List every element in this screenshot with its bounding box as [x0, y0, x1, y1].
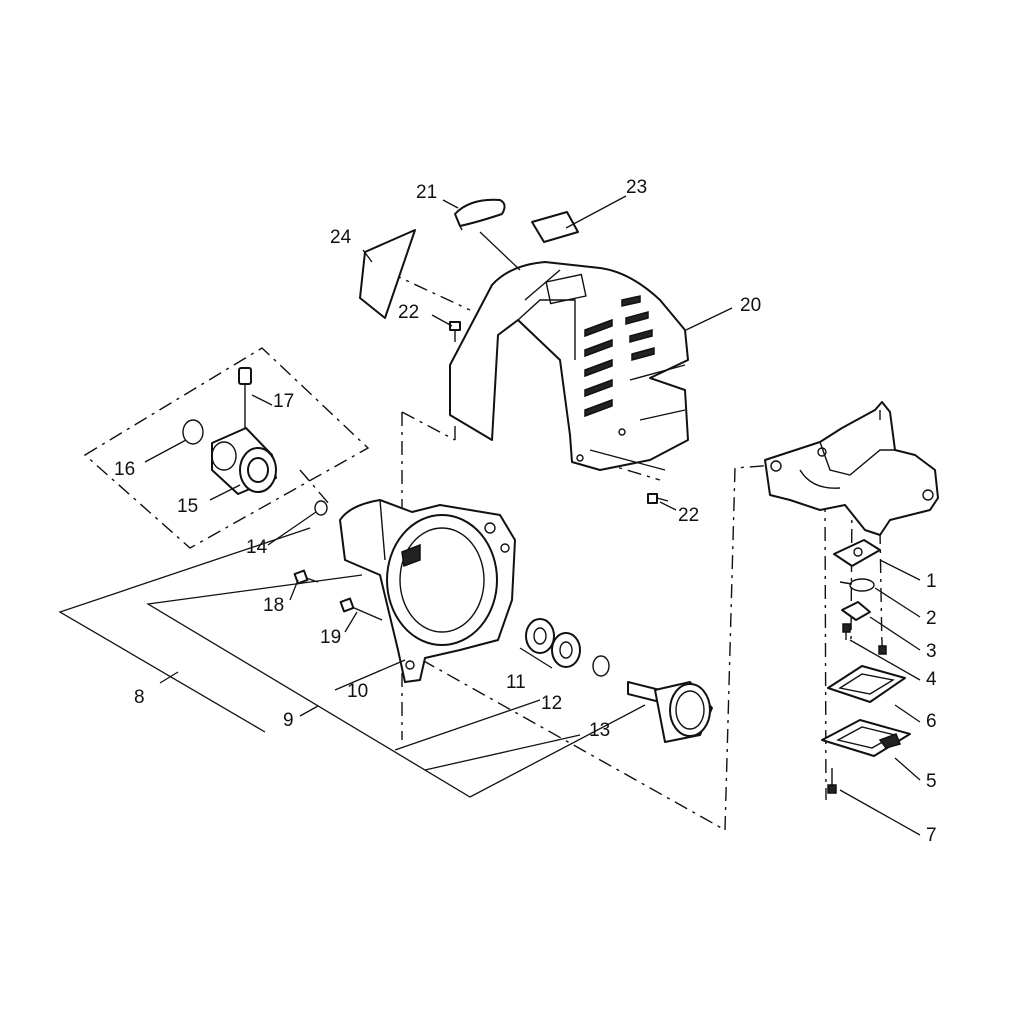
- part-19-screw: [339, 597, 383, 621]
- callout-3: 3: [926, 641, 937, 662]
- crankcase-body: [764, 401, 939, 536]
- clutch-group-boundary: [83, 347, 370, 549]
- part-23-label: [531, 211, 579, 243]
- part-20-engine-cover: [449, 261, 689, 471]
- callout-18: 18: [263, 595, 284, 616]
- callout-13: 13: [589, 720, 610, 741]
- callout-12: 12: [541, 693, 562, 714]
- part-24-decal: [359, 229, 416, 319]
- cover-vent-slots: [584, 295, 655, 418]
- part-15-clutch: [211, 427, 277, 495]
- part-1-gasket: [833, 539, 881, 567]
- callout-24: 24: [330, 227, 352, 248]
- part-14-o-ring: [314, 500, 328, 516]
- callout-leaders: [144, 195, 921, 836]
- callout-14: 14: [246, 537, 268, 558]
- part-4-screw-right: [878, 640, 887, 655]
- callout-8: 8: [134, 687, 145, 708]
- part-13-clutch-drum: [627, 681, 713, 743]
- callout-7: 7: [926, 825, 937, 846]
- callout-15: 15: [177, 496, 198, 517]
- callout-labels: 1 2 3 4 5 6 7 8 9 10 11 12 13 14 15 16 1…: [114, 177, 937, 846]
- callout-6: 6: [926, 711, 937, 732]
- callout-4: 4: [926, 669, 937, 690]
- callout-16: 16: [114, 459, 135, 480]
- part-10-clutch-housing: [339, 499, 516, 683]
- part-7-screw: [827, 768, 837, 794]
- callout-19: 19: [320, 627, 341, 648]
- callout-21: 21: [416, 182, 437, 203]
- part-22-screw-lower: [647, 493, 669, 504]
- callout-22-upper: 22: [398, 302, 419, 323]
- callout-2: 2: [926, 608, 937, 629]
- callout-20: 20: [740, 295, 761, 316]
- callout-1: 1: [926, 571, 937, 592]
- part-21-cap: [454, 198, 506, 231]
- part-11-bearing-b: [551, 632, 581, 668]
- part-4-screw-left: [842, 623, 851, 640]
- callout-17: 17: [273, 391, 294, 412]
- callout-22-lower: 22: [678, 505, 699, 526]
- group-bracket-lines: [58, 527, 646, 798]
- part-11-bearing-a: [525, 618, 555, 654]
- callout-9: 9: [283, 710, 294, 731]
- part-5-reed-plate: [821, 719, 911, 757]
- part-6-gasket: [827, 665, 906, 703]
- part-16-snap-ring: [182, 419, 204, 445]
- callout-11: 11: [506, 672, 526, 693]
- part-17-bolt: [238, 367, 252, 428]
- part-3-plate: [841, 601, 871, 621]
- callout-5: 5: [926, 771, 937, 792]
- callout-23: 23: [626, 177, 647, 198]
- callout-10: 10: [347, 681, 368, 702]
- part-22-screw-upper: [449, 321, 461, 342]
- part-12-snap-ring: [592, 655, 610, 677]
- part-2-valve: [839, 578, 875, 592]
